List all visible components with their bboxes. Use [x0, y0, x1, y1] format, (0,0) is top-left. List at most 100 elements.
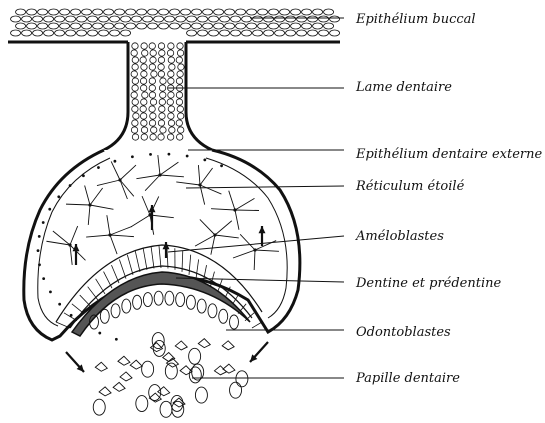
stellate-nucleus — [158, 173, 161, 176]
lamina-cell — [132, 64, 138, 70]
lamina-cell — [132, 106, 138, 112]
lamina-cell — [142, 92, 148, 98]
lamina-cell — [159, 113, 165, 119]
lamina-cell — [141, 127, 147, 133]
lamina-cell — [132, 78, 138, 84]
lamina-cell — [132, 43, 138, 49]
lamina-cell — [132, 85, 138, 91]
lamina-cell — [151, 71, 157, 77]
lamina-cell — [177, 134, 183, 140]
lamina-cell — [140, 57, 146, 63]
outer-epithelium-nucleus — [38, 235, 41, 238]
lamina-cell — [140, 106, 146, 112]
lamina-cell — [176, 99, 182, 105]
lamina-cell — [149, 106, 155, 112]
outer-epithelium-nucleus — [115, 338, 118, 341]
lamina-cell — [140, 113, 146, 119]
outer-epithelium-nucleus — [186, 155, 189, 158]
lamina-cell — [141, 120, 147, 126]
lamina-cell — [167, 134, 173, 140]
lamina-cell — [176, 57, 182, 63]
outer-epithelium-nucleus — [131, 155, 134, 158]
lamina-cell — [158, 64, 164, 70]
lamina-cell — [176, 78, 182, 84]
outer-epithelium-nucleus — [220, 164, 223, 167]
odontoblast-cell — [208, 304, 217, 318]
label-epithelium-dentaire-externe: Epithélium dentaire externe — [356, 148, 542, 161]
papilla-cell — [195, 387, 207, 403]
lamina-cell — [149, 92, 155, 98]
mesenchymal-cell — [120, 372, 132, 381]
stellate-nucleus — [253, 248, 256, 251]
lamina-cell — [178, 64, 184, 70]
mesenchymal-cell — [130, 360, 142, 369]
outer-epithelium-nucleus — [97, 166, 100, 169]
lamina-cell — [158, 71, 164, 77]
papilla-cell — [142, 361, 154, 377]
stellate-nucleus — [88, 203, 91, 206]
lamina-cell — [168, 71, 174, 77]
label-odontoblastes: Odontoblastes — [356, 326, 451, 339]
lamina-cell — [131, 92, 137, 98]
stellate-nucleus — [68, 243, 71, 246]
odontoblast-cell — [186, 295, 195, 309]
lamina-cell — [140, 85, 146, 91]
lamina-cell — [149, 43, 155, 49]
lamina-cell — [150, 113, 156, 119]
label-epithelium-buccal: Epithélium buccal — [356, 13, 476, 26]
outer-epithelium-nucleus — [82, 174, 85, 177]
lamina-cell — [133, 113, 139, 119]
lamina-cell — [158, 43, 164, 49]
outer-epithelium-nucleus — [38, 263, 41, 266]
papilla-cell — [136, 396, 148, 412]
odontoblast-cell — [197, 299, 206, 313]
papilla-cell — [189, 348, 201, 364]
papilla-cell — [93, 399, 105, 415]
lamina-cell — [132, 57, 138, 63]
lamina-cell — [169, 127, 175, 133]
lamina-cell — [167, 50, 173, 56]
lamina-cell — [132, 134, 138, 140]
mesenchymal-cell — [95, 362, 107, 371]
lamina-cell — [132, 120, 138, 126]
lamina-outline — [104, 42, 212, 150]
label-ameloblastes: Améloblastes — [356, 230, 444, 243]
lamina-cell — [159, 85, 165, 91]
label-papille-dentaire: Papille dentaire — [356, 372, 460, 385]
papilla-cell — [160, 401, 172, 417]
odontoblast-cell — [100, 309, 109, 323]
outer-epithelium-nucleus — [114, 160, 117, 163]
outer-epithelium-nucleus — [37, 249, 40, 252]
lamina-cell — [176, 92, 182, 98]
odontoblast-cell — [122, 299, 131, 313]
mesenchymal-cell — [113, 382, 125, 391]
lamina-cell — [159, 106, 165, 112]
lamina-cell — [159, 50, 165, 56]
lamina-cell — [168, 106, 174, 112]
lamina-cell — [167, 99, 173, 105]
lamina-cell — [149, 85, 155, 91]
papilla-cell — [230, 382, 242, 398]
lamina-cell — [168, 120, 174, 126]
odontoblast-cell — [165, 291, 174, 305]
lamina-cell — [168, 57, 174, 63]
stellate-nucleus — [233, 208, 236, 211]
outer-epithelium-nucleus — [98, 332, 101, 335]
outer-epithelium-nucleus — [149, 153, 152, 156]
outer-epithelium-nucleus — [58, 303, 61, 306]
mesenchymal-cell — [198, 339, 210, 348]
lamina-cell — [141, 71, 147, 77]
lamina-cell — [150, 50, 156, 56]
lamina-cell — [149, 120, 155, 126]
mesenchymal-cell — [99, 387, 111, 396]
odontoblast-cell — [176, 293, 185, 307]
outer-epithelium-nucleus — [168, 153, 171, 156]
lamina-cell — [168, 78, 174, 84]
lamina-cell — [158, 57, 164, 63]
odontoblast-cell — [133, 295, 142, 309]
lamina-cell — [150, 134, 156, 140]
mesenchymal-cell — [163, 353, 175, 362]
outer-epithelium-nucleus — [203, 159, 206, 162]
lamina-cell — [160, 92, 166, 98]
lamina-cell — [168, 43, 174, 49]
